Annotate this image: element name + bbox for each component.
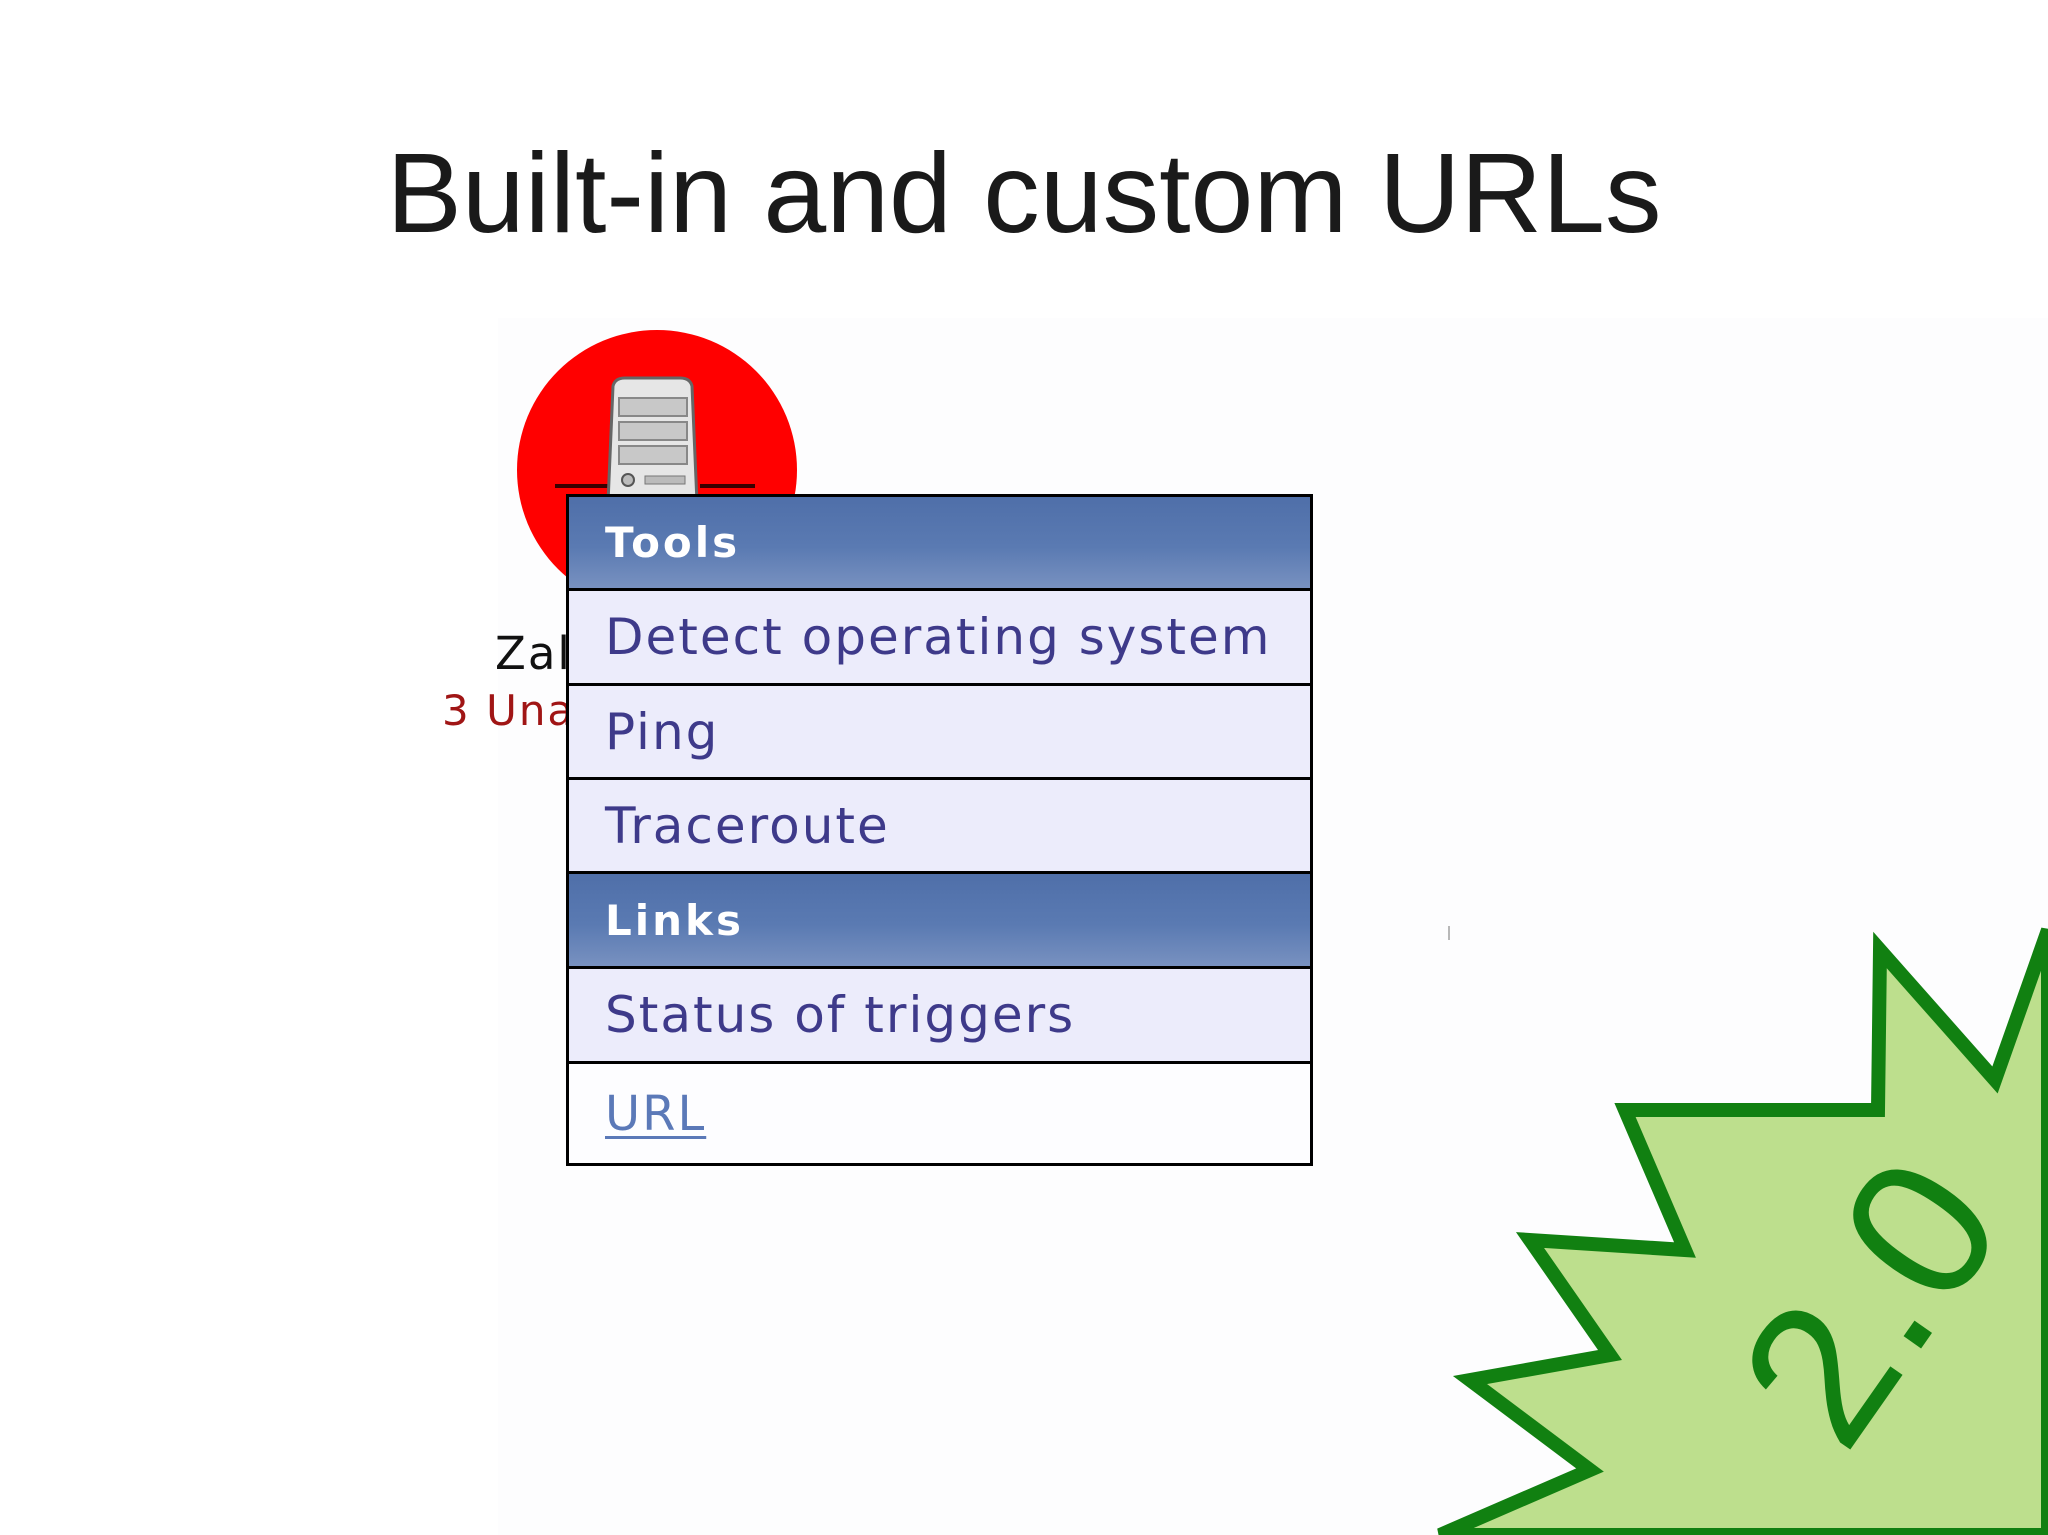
menu-header-links-label: Links xyxy=(605,895,744,945)
menu-header-links: Links xyxy=(569,874,1310,969)
menu-item-label: Traceroute xyxy=(605,796,890,855)
menu-item-custom-url[interactable]: URL xyxy=(569,1064,1310,1163)
menu-item-ping[interactable]: Ping xyxy=(569,686,1310,780)
menu-item-traceroute[interactable]: Traceroute xyxy=(569,780,1310,874)
menu-item-label: Detect operating system xyxy=(605,608,1272,666)
menu-item-detect-os[interactable]: Detect operating system xyxy=(569,591,1310,686)
menu-header-tools-label: Tools xyxy=(605,518,741,567)
host-context-menu: Tools Detect operating system Ping Trace… xyxy=(566,494,1313,1166)
menu-item-status-of-triggers[interactable]: Status of triggers xyxy=(569,969,1310,1064)
menu-header-tools: Tools xyxy=(569,497,1310,591)
host-name-label: Zal xyxy=(495,627,572,680)
server-icon xyxy=(606,376,699,505)
map-artifact xyxy=(1448,926,1450,940)
slide-title: Built-in and custom URLs xyxy=(386,130,1662,256)
custom-url-link[interactable]: URL xyxy=(605,1085,707,1142)
menu-item-label: Ping xyxy=(605,702,720,761)
host-problem-count: 3 Una xyxy=(442,686,576,735)
menu-item-label: Status of triggers xyxy=(605,986,1076,1044)
